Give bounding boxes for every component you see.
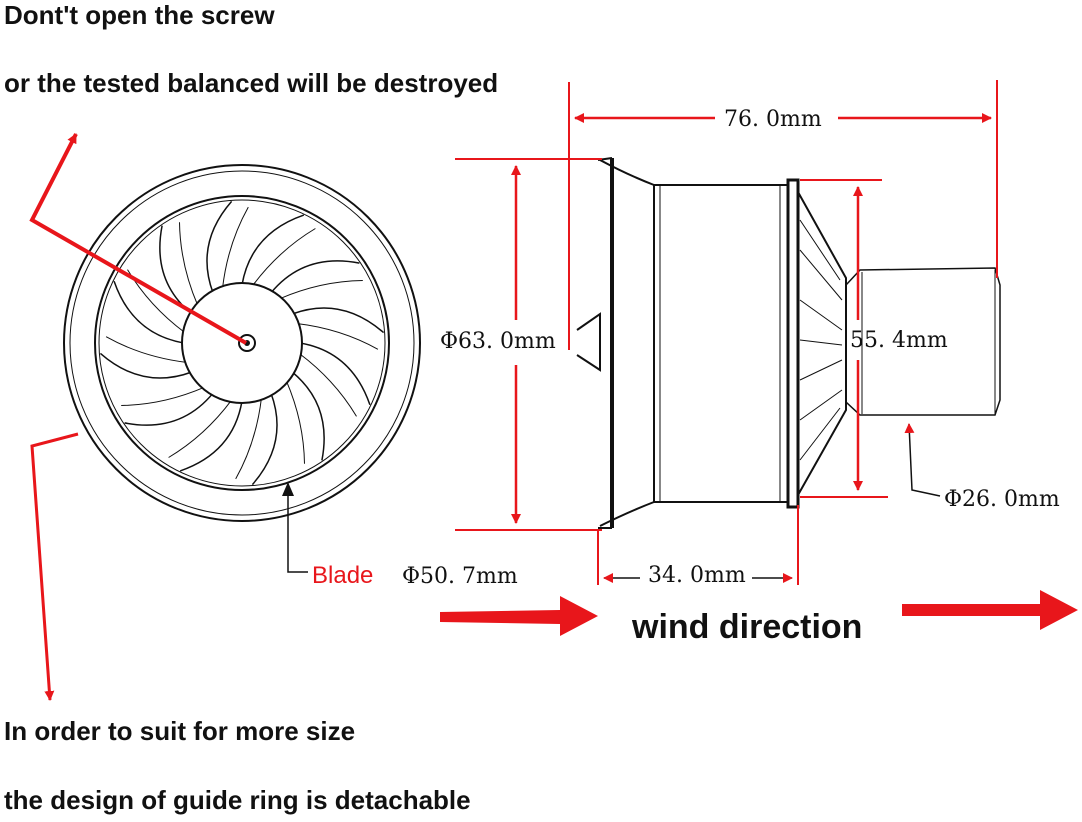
tail-cone [797, 191, 847, 496]
housing [653, 184, 789, 503]
outer-diameter-dimension [455, 158, 602, 531]
fan-blade-edge [279, 280, 363, 300]
screw-warning-line1: Dont't open the screw [4, 0, 275, 30]
fan-blade [251, 392, 278, 486]
wind-direction-label: wind direction [631, 608, 862, 646]
wind-arrow-right [902, 590, 1078, 630]
front-view [63, 164, 421, 522]
fan-blade [241, 214, 305, 286]
fan-blade-edge [251, 228, 316, 287]
housing-length-label: 34. 0mm [648, 563, 746, 588]
guide-ring-note-line1: In order to suit for more size [4, 716, 356, 746]
fan-blade-edge [105, 336, 188, 363]
blade-callout-arrow [282, 482, 294, 496]
blade-diameter-label: Φ50. 7mm [402, 564, 518, 589]
fan-blade-edge [298, 352, 357, 417]
fan-blade [206, 200, 233, 294]
fan-blade [113, 280, 185, 344]
fan-blade-edge [285, 380, 305, 464]
fan-blade [299, 342, 371, 406]
fan-blade [124, 392, 214, 426]
motor-callout-line [904, 423, 941, 497]
fan-blade [99, 352, 193, 379]
fan-blade-edge [222, 206, 249, 289]
motor-can [845, 267, 1001, 416]
length-label: 76. 0mm [724, 107, 822, 132]
fan-blade-edge [121, 386, 205, 406]
fan-blade-edge [168, 399, 233, 458]
fan-blades [99, 200, 385, 486]
housing-length-dimension [597, 505, 799, 585]
length-dimension [568, 80, 998, 350]
duct-inner-2 [98, 199, 386, 487]
screw-callout-line [29, 133, 247, 345]
guide-ring-outer [63, 164, 421, 522]
guide-ring-inner [69, 170, 415, 516]
exhaust-diameter-dimension [800, 179, 888, 498]
blade-label: Blade [312, 562, 373, 589]
screw-warning-line2: or the tested balanced will be destroyed [4, 68, 499, 98]
outer-diameter-label: Φ63. 0mm [440, 329, 556, 354]
side-view [576, 157, 1001, 529]
motor-diameter-label: Φ26. 0mm [944, 487, 1060, 512]
fan-blade-edge [296, 323, 379, 350]
blade-callout-line [287, 484, 308, 573]
fan-blade [270, 260, 360, 294]
fan-blade [291, 307, 385, 334]
ring-callout-line [30, 432, 79, 701]
fan-blade-edge [179, 222, 199, 306]
exhaust-flange [786, 178, 800, 509]
duct-inner [94, 195, 390, 491]
guide-ring-note-line2: the design of guide ring is detachable [4, 785, 471, 815]
exhaust-diameter-label: 55. 4mm [850, 328, 948, 353]
inlet-cone [576, 312, 601, 372]
fan-blade [179, 400, 243, 472]
wind-arrow-left [440, 596, 598, 636]
fan-blade [291, 371, 325, 461]
fan-blade-edge [235, 397, 262, 480]
